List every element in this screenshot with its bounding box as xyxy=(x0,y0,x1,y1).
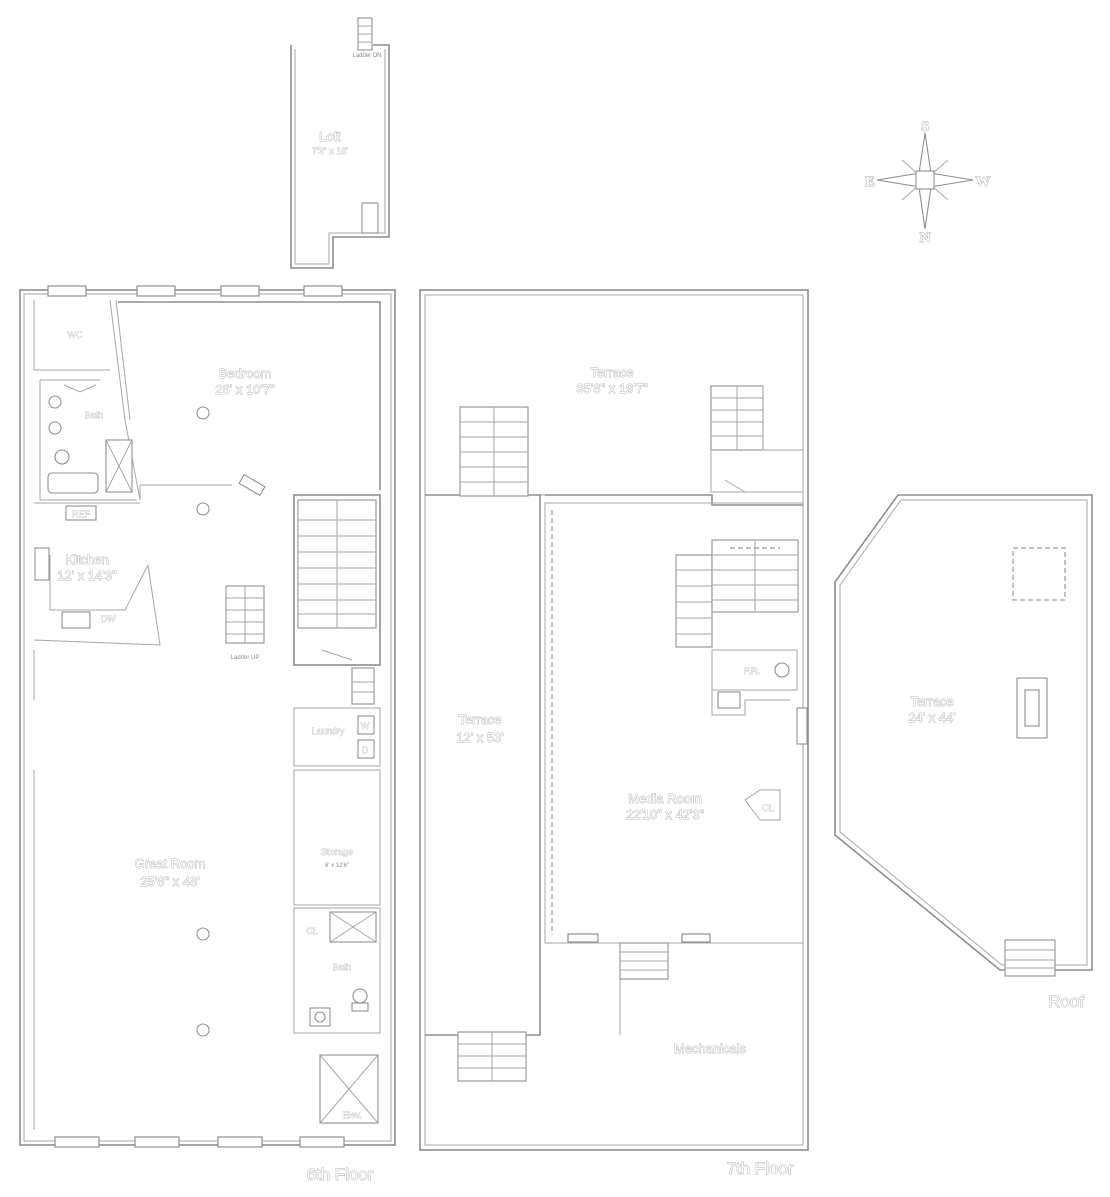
compass-west-label: W xyxy=(976,174,991,190)
elevator-label: Elev. xyxy=(342,1110,361,1120)
ref-label: REF xyxy=(72,509,91,519)
loft-room-dims: 7'3" x 16' xyxy=(312,146,348,156)
compass-icon: S N E W xyxy=(865,119,991,247)
compass-east-label: E xyxy=(865,174,875,190)
loft-room-name: Loft xyxy=(319,129,341,144)
great-room-name: Great Room xyxy=(135,856,206,871)
washer-label: W xyxy=(361,721,370,731)
floor-7-plan: P.R. CL Terrace 35'8" x 19'7" Terrace 12… xyxy=(419,289,809,1178)
powder-room-label: P.R. xyxy=(744,666,760,676)
roof-title: Roof xyxy=(1048,992,1084,1011)
dryer-label: D xyxy=(362,745,369,755)
mechanicals-label: Mechanicals xyxy=(674,1041,747,1056)
terrace-north-name: Terrace xyxy=(590,365,633,380)
terrace-north-dims: 35'8" x 19'7" xyxy=(576,381,648,396)
roof-terrace-dims: 24' x 44' xyxy=(908,710,956,725)
roof-plan: Terrace 24' x 44' Roof xyxy=(834,494,1093,1011)
storage-dims: 6' x 12'6" xyxy=(325,863,349,869)
floor-6-plan: Ladder UP W D Laundry Storage 6' x 12'6" xyxy=(19,285,396,1184)
terrace-west-name: Terrace xyxy=(458,712,501,727)
kitchen-name: Kitchen xyxy=(65,552,108,567)
bedroom-dims: 26' x 10'7" xyxy=(215,382,275,397)
ladder-up-label: Ladder UP xyxy=(231,655,260,661)
compass-south-label: S xyxy=(921,119,929,135)
roof-terrace-name: Terrace xyxy=(910,694,953,709)
kitchen-dims: 12' x 14'3" xyxy=(57,568,117,583)
loft-plan: Ladder DN Loft 7'3" x 16' xyxy=(290,17,390,269)
dishwasher-label: DW xyxy=(101,614,116,624)
terrace-west-dims: 12' x 53' xyxy=(456,730,504,745)
wc-label: WC xyxy=(68,330,83,340)
storage-name: Storage xyxy=(321,847,353,857)
bedroom-name: Bedroom xyxy=(219,366,272,381)
media-room-dims: 22'10" x 42'3" xyxy=(626,807,705,822)
bath-upper-label: Bath xyxy=(85,410,104,420)
bath-lower-label: Bath xyxy=(333,962,352,972)
floor-6-title: 6th Floor xyxy=(306,1165,373,1184)
media-room-name: Media Room xyxy=(628,791,702,806)
staircase xyxy=(297,499,377,629)
closet-7-label: CL xyxy=(762,803,774,813)
loft-ladder-label: Ladder DN xyxy=(352,53,381,59)
compass-north-label: N xyxy=(920,230,931,246)
laundry-label: Laundry xyxy=(312,726,345,736)
great-room-dims: 25'8" x 48' xyxy=(140,874,199,889)
closet-6-label: CL xyxy=(306,926,318,936)
floor-7-title: 7th Floor xyxy=(726,1159,793,1178)
